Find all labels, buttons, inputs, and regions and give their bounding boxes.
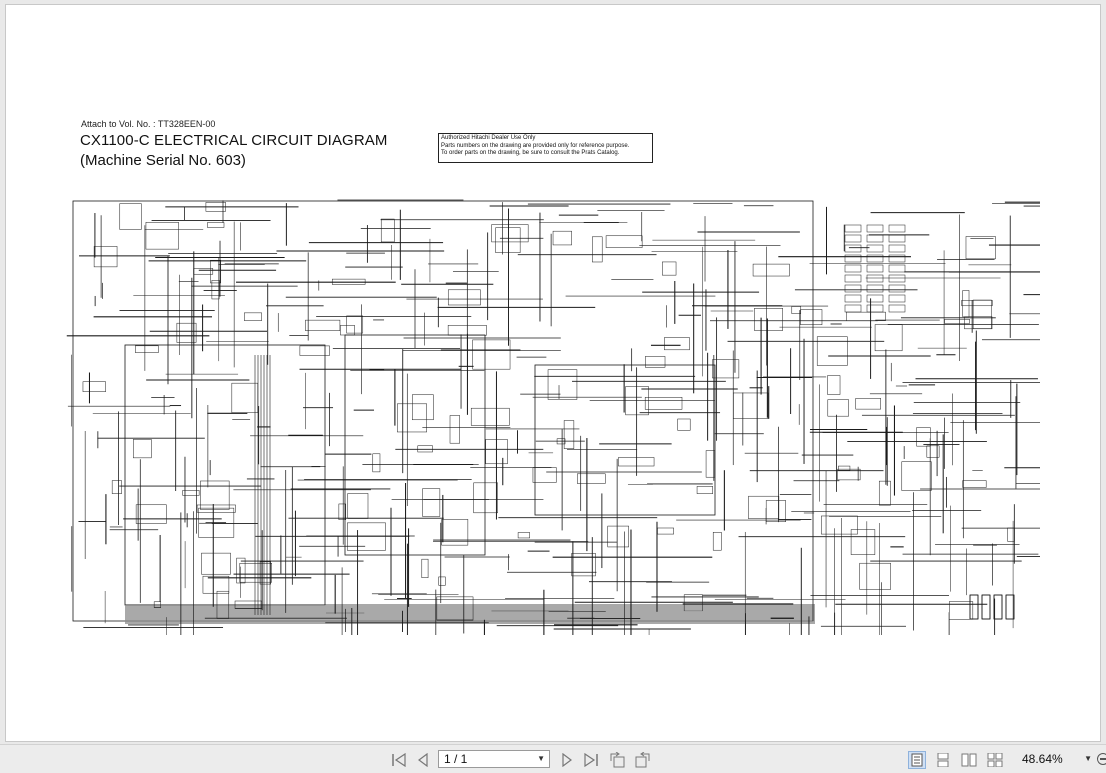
rotate-forward-icon[interactable]: [634, 751, 652, 769]
notice-line: Parts numbers on the drawing are provide…: [441, 142, 630, 149]
zoom-selector[interactable]: 48.64% ▼: [1022, 750, 1092, 768]
last-page-icon[interactable]: [582, 751, 600, 769]
page-subtitle: (Machine Serial No. 603): [80, 152, 246, 169]
two-page-icon[interactable]: [960, 751, 978, 769]
page-number-value: 1 / 1: [444, 752, 468, 766]
dealer-notice-box: Authorized Hitachi Dealer Use Only Parts…: [438, 133, 653, 163]
notice-line: Authorized Hitachi Dealer Use Only: [441, 135, 536, 141]
zoom-value: 48.64%: [1022, 752, 1063, 766]
notice-line: To order parts on the drawing, be sure t…: [441, 150, 620, 156]
page-number-field[interactable]: 1 / 1 ▼: [438, 750, 550, 768]
first-page-icon[interactable]: [390, 751, 408, 769]
previous-page-icon[interactable]: [414, 751, 432, 769]
next-page-icon[interactable]: [558, 751, 576, 769]
viewer-toolbar: 1 / 1 ▼ 48.64% ▼: [0, 744, 1106, 773]
circuit-diagram: [66, 199, 1040, 635]
page-title: CX1100-C ELECTRICAL CIRCUIT DIAGRAM: [80, 132, 388, 149]
two-page-continuous-icon[interactable]: [986, 751, 1004, 769]
attach-line: Attach to Vol. No. : TT328EEN-00: [81, 119, 216, 129]
continuous-icon[interactable]: [934, 751, 952, 769]
single-page-icon[interactable]: [908, 751, 926, 769]
chevron-down-icon[interactable]: ▼: [537, 754, 545, 763]
chevron-down-icon[interactable]: ▼: [1084, 754, 1092, 763]
zoom-out-icon[interactable]: [1097, 753, 1106, 765]
rotate-back-icon[interactable]: [608, 751, 626, 769]
